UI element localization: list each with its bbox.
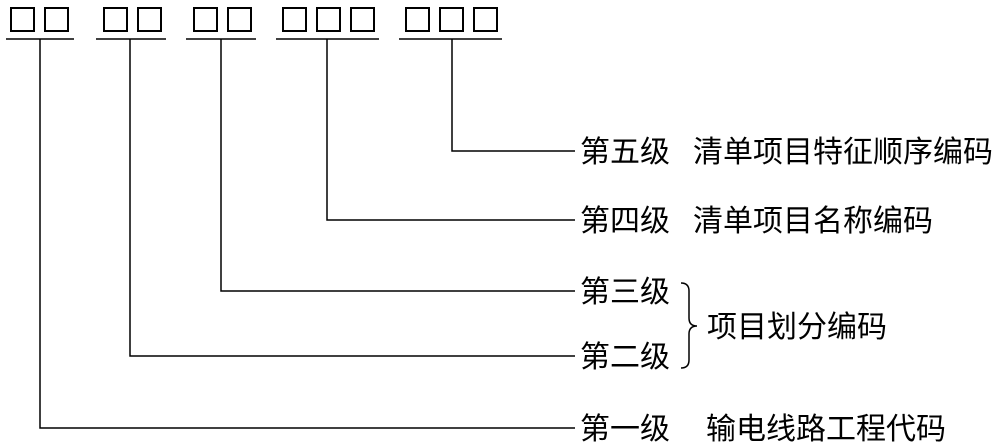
connector-line-level-3 — [220, 39, 575, 292]
code-group-1 — [6, 7, 575, 429]
code-digit-box — [193, 7, 218, 32]
code-group-3 — [186, 7, 575, 292]
code-group-5 — [399, 7, 575, 152]
level-1-description: 输电线路工程代码 — [706, 412, 946, 444]
code-digit-box — [350, 7, 375, 32]
level-4-description: 清单项目名称编码 — [693, 204, 933, 239]
code-digit-box — [227, 7, 252, 32]
connector-line-level-5 — [451, 39, 575, 152]
level-1-label: 第一级 — [580, 412, 670, 444]
level-2-label: 第二级 — [580, 340, 670, 375]
code-digit-box — [316, 7, 341, 32]
level-4-label: 第四级 — [580, 204, 670, 239]
code-digit-box — [473, 7, 498, 32]
code-digit-box — [10, 7, 35, 32]
code-digit-box — [405, 7, 430, 32]
level-5-label: 第五级 — [580, 135, 670, 170]
code-group-2 — [96, 7, 575, 357]
connector-line-level-1 — [39, 39, 575, 429]
level-3-label: 第三级 — [580, 275, 670, 310]
brace-group-label: 项目划分编码 — [707, 310, 887, 345]
level-5-description: 清单项目特征顺序编码 — [693, 135, 993, 170]
code-group-4 — [276, 7, 575, 221]
connector-line-level-4 — [326, 39, 575, 221]
code-digit-box — [103, 7, 128, 32]
code-digit-box — [439, 7, 464, 32]
code-digit-box — [44, 7, 69, 32]
connector-line-level-2 — [129, 39, 575, 357]
code-digit-box — [282, 7, 307, 32]
code-digit-box — [137, 7, 162, 32]
curly-brace — [680, 282, 698, 369]
